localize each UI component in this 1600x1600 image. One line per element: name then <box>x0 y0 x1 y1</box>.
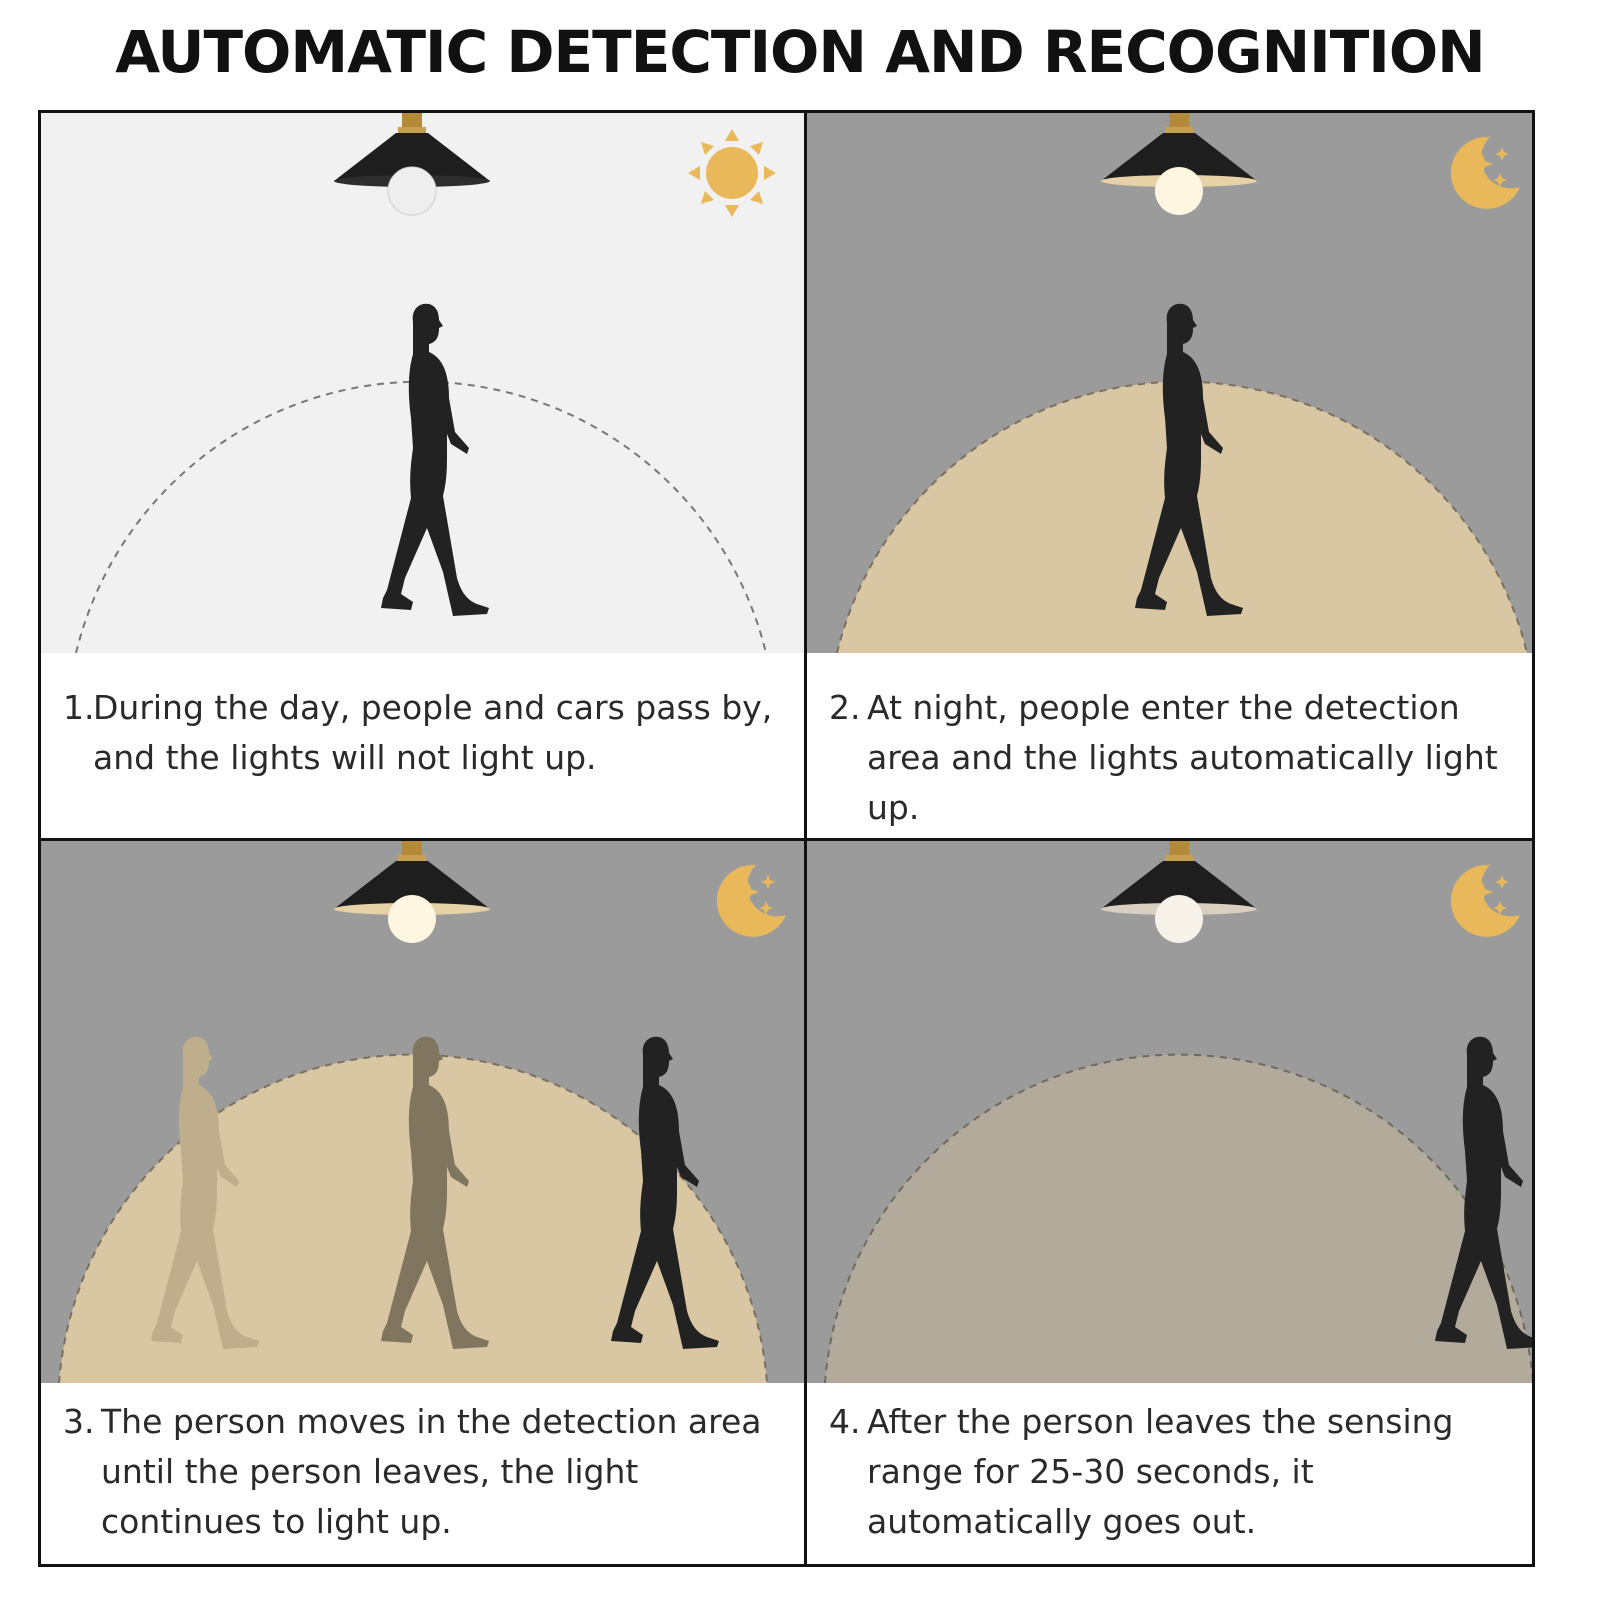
panel-night-leave-scene <box>807 841 1532 1383</box>
bulb-on <box>1155 167 1203 215</box>
step-description: After the person leaves the sensing rang… <box>867 1402 1454 1541</box>
pendant-lamp <box>1101 113 1257 215</box>
panel-night-detect-scene <box>807 113 1532 653</box>
walking-person-silhouette <box>381 303 489 616</box>
panel-1-caption: 1. During the day, people and cars pass … <box>41 653 804 838</box>
panel-3-caption: 3. The person moves in the detection are… <box>41 1383 804 1564</box>
panel-day-scene <box>41 113 804 653</box>
walking-person-silhouette <box>611 1036 719 1349</box>
pendant-lamp <box>1101 841 1257 943</box>
panel-4-caption: 4. After the person leaves the sensing r… <box>807 1383 1532 1564</box>
moon-stars-icon <box>1450 864 1520 937</box>
grid-divider-horizontal <box>38 838 1535 841</box>
step-description: At night, people enter the detection are… <box>867 688 1498 827</box>
step-description: During the day, people and cars pass by,… <box>93 688 773 777</box>
walking-person-ghost-near <box>381 1036 489 1349</box>
pendant-lamp <box>334 841 490 943</box>
panel-night-moving-scene <box>41 841 804 1383</box>
step-description: The person moves in the detection area u… <box>101 1402 762 1541</box>
step-number: 3. <box>63 1402 95 1441</box>
bulb-on <box>388 895 436 943</box>
walking-person-silhouette <box>1135 303 1243 616</box>
bulb-off <box>387 166 437 216</box>
step-number: 2. <box>829 688 861 727</box>
moon-stars-icon <box>716 864 786 937</box>
bulb-dimming <box>1155 895 1203 943</box>
sun-icon <box>688 129 776 217</box>
moon-stars-icon <box>1450 136 1520 209</box>
walking-person-silhouette-leaving <box>1435 1036 1532 1349</box>
page-title: AUTOMATIC DETECTION AND RECOGNITION <box>115 18 1485 86</box>
walking-person-ghost-far <box>151 1036 259 1349</box>
light-cone-dimmed <box>825 1054 1532 1383</box>
step-number: 1. <box>63 688 95 727</box>
step-number: 4. <box>829 1402 861 1441</box>
pendant-lamp <box>334 113 490 216</box>
panel-2-caption: 2. At night, people enter the detection … <box>807 653 1532 838</box>
